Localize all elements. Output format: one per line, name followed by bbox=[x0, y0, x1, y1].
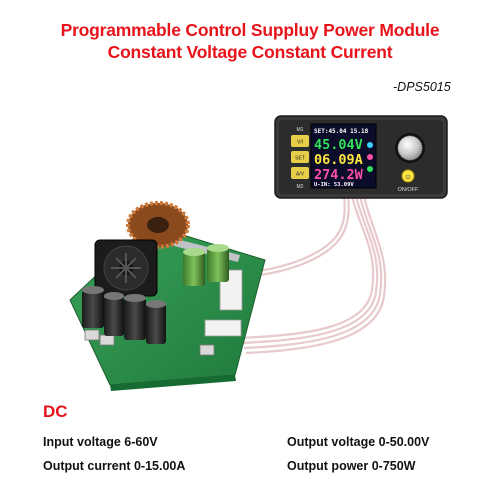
m2-label: M2 bbox=[297, 184, 304, 190]
lcd-current: 06.09A bbox=[314, 152, 363, 168]
title-line-1: Programmable Control Suppluy Power Modul… bbox=[60, 20, 440, 40]
category-label: DC bbox=[43, 402, 68, 421]
lcd-screen bbox=[310, 123, 377, 189]
vi-button[interactable] bbox=[291, 135, 309, 147]
arrows-button[interactable] bbox=[291, 167, 309, 179]
set-button-label: SET bbox=[295, 156, 305, 162]
arrows-button-label: A/V bbox=[296, 172, 305, 178]
lcd-voltage: 45.04V bbox=[314, 137, 363, 153]
onoff-label: ON/OFF bbox=[398, 187, 419, 193]
cooling-fan bbox=[94, 239, 158, 297]
lcd-status-line: U-IN: 53.09V bbox=[314, 182, 354, 188]
spec-output-power: Output power 0-750W bbox=[287, 459, 416, 473]
spec-input-voltage: Input voltage 6-60V bbox=[43, 435, 158, 449]
lcd-set-line: SET:45.04 15.18 bbox=[314, 128, 369, 135]
spec-output-current: Output current 0-15.00A bbox=[43, 459, 186, 473]
model-label: -DPS5015 bbox=[393, 80, 451, 94]
lcd-power: 274.2W bbox=[314, 167, 364, 183]
spec-output-voltage: Output voltage 0-50.00V bbox=[287, 435, 430, 449]
toroid-inductor bbox=[126, 201, 190, 249]
vi-button-label: V/I bbox=[297, 140, 303, 146]
title-line-2: Constant Voltage Constant Current bbox=[107, 42, 393, 62]
power-button[interactable] bbox=[401, 169, 415, 183]
green-capacitors bbox=[183, 244, 229, 286]
m1-label: M1 bbox=[297, 127, 304, 133]
power-icon: ⏻ bbox=[406, 174, 411, 181]
black-capacitors bbox=[82, 286, 166, 344]
set-button[interactable] bbox=[291, 151, 309, 163]
control-knob[interactable] bbox=[395, 133, 425, 163]
left-button-column: M1 V/I SET A/V M2 bbox=[291, 127, 309, 190]
